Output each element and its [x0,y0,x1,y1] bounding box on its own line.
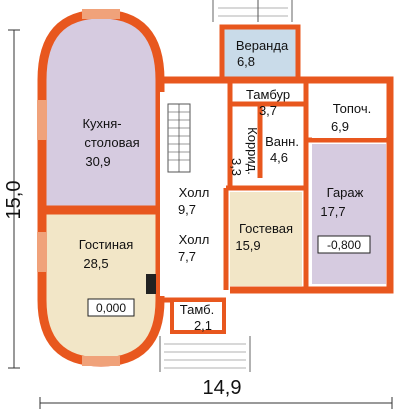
korrid-area: 3,3 [229,158,244,176]
window-icon [37,232,47,272]
kitchen-area: 30,9 [85,154,110,169]
guest-area: 15,9 [235,238,260,253]
guest-room [230,192,302,286]
entry-stairs-top [212,0,293,22]
holl-top-area: 9,7 [178,202,196,217]
holl-top-name: Холл [179,185,210,200]
tamb-bottom-name: Тамб. [180,302,214,317]
kitchen-fill [37,9,165,215]
holl-bottom-name: Холл [179,232,210,247]
tambur-top-area: 3,7 [259,103,277,118]
entry-stairs-bottom [159,298,251,372]
korrid-name: Коррид. [245,127,260,175]
living-level-box [87,298,135,317]
interior-walls [160,80,388,303]
garage-name: Гараж [327,185,364,200]
kitchen-name-line1: Кухня- [82,116,121,131]
dimension-height: 15,0 [3,29,25,369]
garage-walls [306,76,394,294]
vann-name: Ванн. [265,134,299,149]
garage-level-box [317,235,371,254]
kitchen-room [37,9,165,215]
fireplace-icon [146,274,156,294]
garage-area: 17,7 [320,204,345,219]
topoch-area: 6,9 [331,119,349,134]
window-icon [82,9,120,19]
tamb-bottom-area: 2,1 [194,318,212,333]
garage-fill [312,144,386,284]
window-icon [82,356,120,366]
interior-stairs [167,103,191,173]
living-level: 0,000 [96,301,126,315]
garage-level: -0,800 [327,238,361,252]
tambur-top-name: Тамбур [246,87,290,102]
living-name: Гостиная [79,237,134,252]
hall-area [160,92,230,296]
guest-fill [230,192,302,286]
guest-name: Гостевая [239,221,293,236]
dimension-width: 14,9 [39,377,393,409]
vann-area: 4,6 [270,150,288,165]
window-icon [37,100,47,140]
living-room [37,205,165,367]
holl-bottom-area: 7,7 [178,249,196,264]
topoch-name: Топоч. [333,101,372,116]
veranda-area: 6,8 [237,54,255,69]
living-fill [37,205,165,367]
garage-room [312,144,386,284]
veranda-fill [222,27,298,79]
kitchen-name-line2: столовая [84,135,139,150]
living-area: 28,5 [83,256,108,271]
width-label: 14,9 [203,377,242,399]
veranda-name: Веранда [236,38,289,53]
veranda-room [219,24,301,82]
height-label: 15,0 [3,181,25,220]
topoch-room [312,86,386,138]
